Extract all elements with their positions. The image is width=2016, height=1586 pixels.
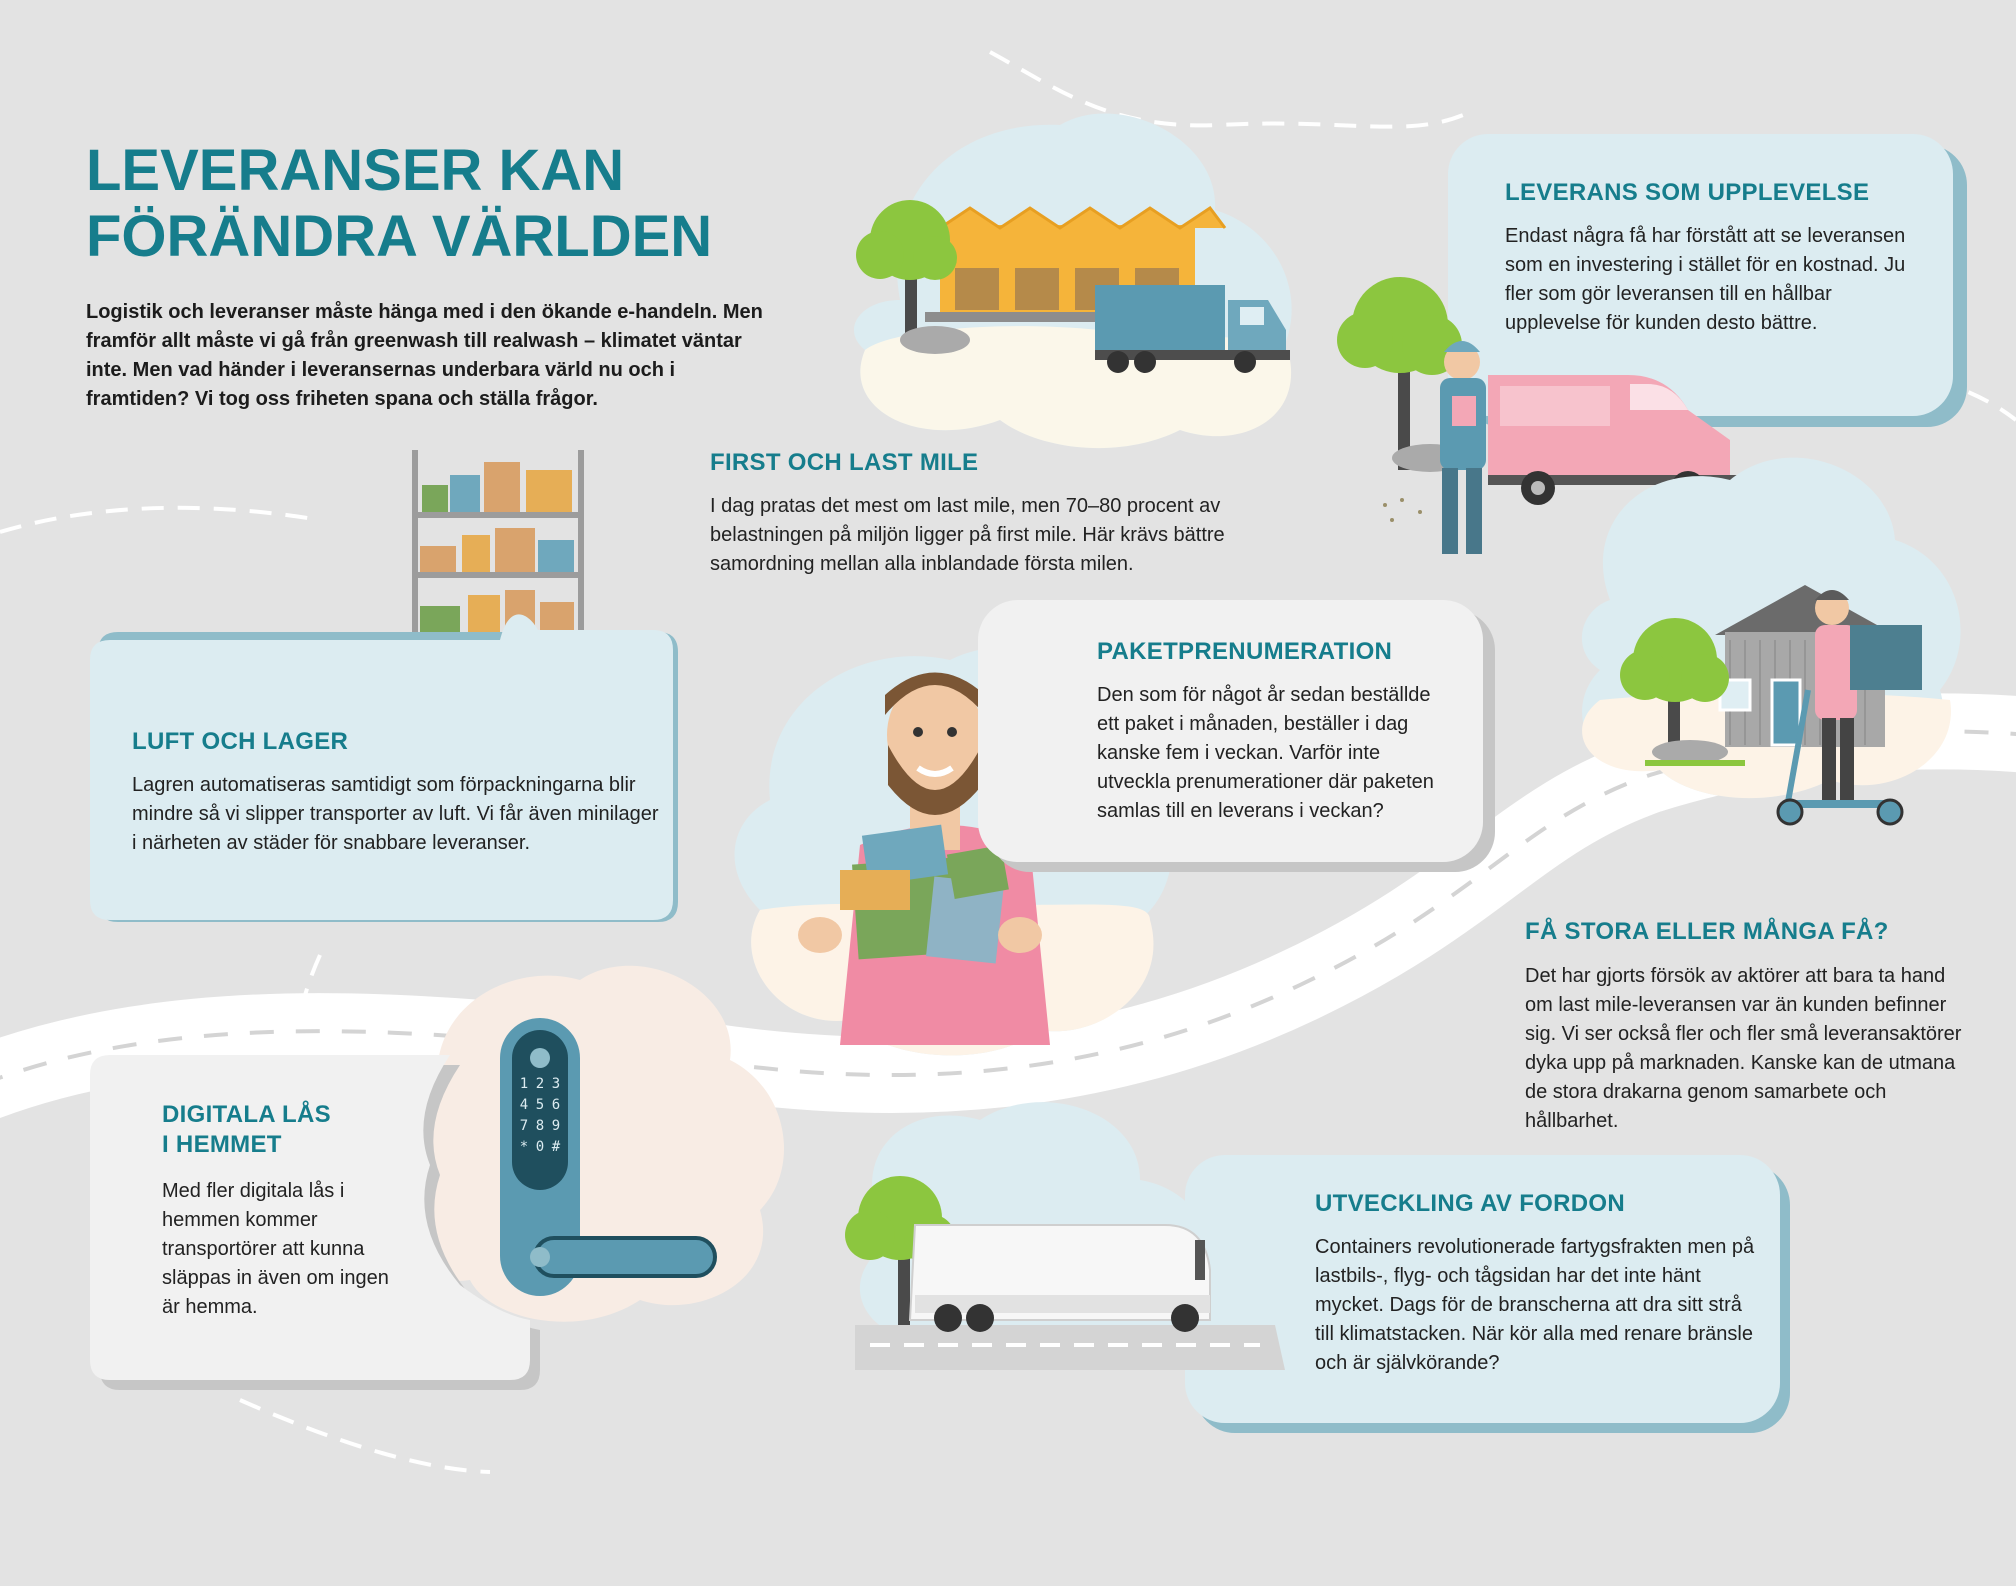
body-upplevelse: Endast några få har förstått att se leve… [1505,225,1906,334]
heading-fa-stora: FÅ STORA ELLER MÅNGA FÅ? [1525,918,1889,945]
heading-first-last: FIRST OCH LAST MILE [710,449,979,476]
body-luft: Lagren automatiseras samtidigt som förpa… [132,774,659,854]
tree-house [1620,618,1729,755]
dashed-path-bottom [239,1398,491,1474]
keypad-key: 8 [535,1118,545,1134]
heading-fordon: UTVECKLING AV FORDON [1315,1190,1625,1217]
bearded-man [798,672,1050,1045]
body-digitala: Med fler digitala lås i hemmen kommer tr… [162,1180,389,1318]
heading-luft: LUFT OCH LAGER [132,728,349,755]
panel-upplevelse [1448,134,1953,416]
keypad-key: 2 [535,1076,545,1092]
panel-paket [978,600,1483,862]
body-first-last: I dag pratas det mest om last mile, men … [710,495,1225,575]
title-line-1: LEVERANSER KAN [86,138,625,203]
heading-digitala: DIGITALA LÅS I HEMMET [162,1100,331,1160]
keypad-key: 7 [519,1118,529,1134]
tree-warehouse [856,200,957,345]
courier-person [1440,341,1486,554]
body-fa-stora: Det har gjorts försök av aktörer att bar… [1525,965,1962,1132]
dashed-path-left [0,505,321,534]
title-line-2: FÖRÄNDRA VÄRLDEN [86,204,713,269]
heading-digitala-line-1: DIGITALA LÅS [162,1101,331,1128]
panel-digitala [90,1055,530,1380]
lock-keypad: 1 2 3 4 5 6 7 8 9 * 0 # [516,1075,566,1156]
dashed-path-top [989,50,1471,129]
keypad-key: 0 [535,1139,545,1155]
delivery-truck [1095,285,1290,373]
keypad-key: # [551,1139,561,1155]
panel-fordon [1185,1155,1780,1423]
scooter-rider [1776,590,1922,826]
keypad-key: 5 [535,1097,545,1113]
page-title: LEVERANSER KAN FÖRÄNDRA VÄRLDEN [86,138,786,270]
panel-luft [90,614,673,920]
intro-text: Logistik och leveranser måste hänga med … [86,301,763,410]
road-segment [855,1325,1285,1370]
heading-paket: PAKETPRENUMERATION [1097,638,1393,665]
body-fordon: Containers revolutionerade fartygsfrakte… [1315,1236,1755,1374]
road-center-line [0,729,2016,1080]
body-paket: Den som för något år sedan beställde ett… [1097,684,1434,822]
keypad-key: 1 [519,1076,529,1092]
keypad-key: * [519,1139,529,1155]
keypad-key: 4 [519,1097,529,1113]
self-driving-truck [908,1224,1211,1332]
heading-upplevelse: LEVERANS SOM UPPLEVELSE [1505,179,1870,206]
keypad-key: 9 [551,1118,561,1134]
keypad-key: 6 [551,1097,561,1113]
heading-digitala-line-2: I HEMMET [162,1131,282,1158]
keypad-key: 3 [551,1076,561,1092]
scene-cloud-lock [384,965,784,1322]
digital-door-lock [500,1018,717,1296]
